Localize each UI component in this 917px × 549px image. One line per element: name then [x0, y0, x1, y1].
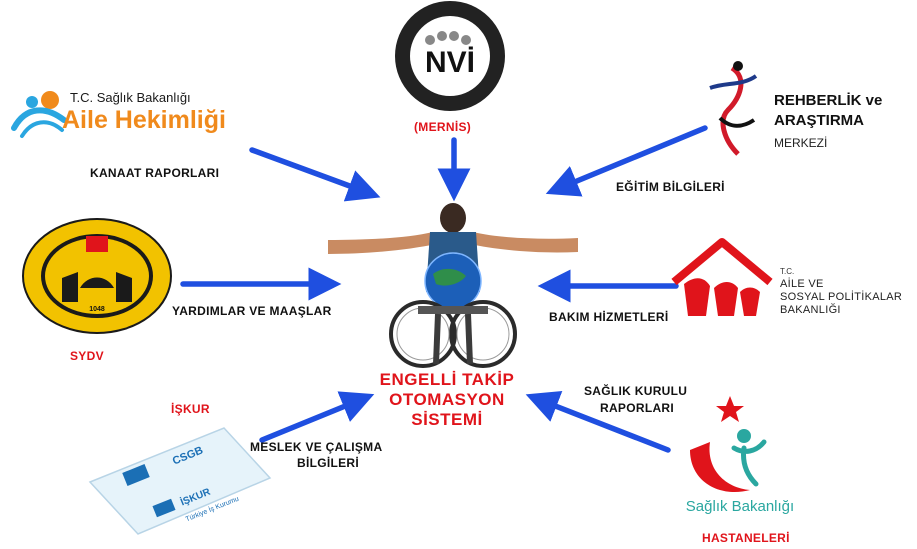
aile-hekimligi-logo: T.C. Sağlık Bakanlığı Aile Hekimliği [10, 86, 240, 142]
arrow-ram [545, 125, 708, 197]
sydv-caption: SYDV [70, 349, 104, 363]
nvi-seal-icon [395, 1, 505, 111]
dancer-icon [709, 61, 758, 156]
saglik-line1: Sağlık Bakanlığı [685, 498, 795, 515]
asp-logo: T.C. AİLE VE SOSYAL POLİTİKALAR BAKANLIĞ… [666, 236, 916, 326]
ram-logo: REHBERLİK ve ARAŞTIRMA MERKEZİ [698, 58, 898, 158]
ram-line1: REHBERLİK ve [774, 92, 883, 109]
arrow-saglik [525, 391, 671, 453]
label-meslek-line1: MESLEK VE ÇALIŞMA [250, 440, 383, 454]
crescent-star-icon [690, 396, 767, 493]
label-meslek-line2: BİLGİLERİ [297, 456, 360, 470]
label-saglik-kurulu-line2: RAPORLARI [600, 401, 675, 415]
iskur-card-icon [88, 427, 272, 535]
nvi-logo-text: NVİ [424, 46, 475, 79]
ram-line3: MERKEZİ [774, 136, 828, 150]
wheelchair-person-icon [328, 203, 578, 368]
label-egitim-bilgileri: EĞİTİM BİLGİLERİ [616, 180, 725, 194]
sydv-year: 1048 [89, 306, 105, 313]
sydv-seal: 1048 [22, 218, 172, 334]
saglik-bakanligi-logo: Sağlık Bakanlığı [670, 390, 810, 530]
center-title: ENGELLİ TAKİP OTOMASYON SİSTEMİ [379, 370, 515, 429]
label-yardimlar-ve-maaslar: YARDIMLAR VE MAAŞLAR [172, 304, 332, 318]
sydv-seal-icon [22, 218, 172, 334]
arrow-iskur [259, 391, 375, 443]
asp-line2: AİLE VE [780, 278, 824, 290]
asp-line1: T.C. [780, 267, 795, 276]
ram-line2: ARAŞTIRMA [774, 112, 864, 129]
asp-line3: SOSYAL POLİTİKALAR [780, 291, 903, 303]
iskur-card: CSGB İŞKUR Türkiye İş Kurumu [84, 420, 272, 538]
asp-line4: BAKANLIĞI [780, 304, 841, 316]
label-saglik-kurulu-line1: SAĞLIK KURULU [584, 384, 688, 398]
aile-hekimligi-line1: T.C. Sağlık Bakanlığı [70, 90, 191, 105]
iskur-caption: İŞKUR [171, 402, 210, 416]
nvi-caption: (MERNİS) [414, 120, 472, 134]
aile-hekimligi-line2: Aile Hekimliği [62, 106, 226, 134]
label-kanaat-raporlari: KANAAT RAPORLARI [90, 166, 220, 180]
family-icon [11, 91, 67, 138]
label-bakim-hizmetleri: BAKIM HİZMETLERİ [549, 310, 669, 324]
house-family-icon [671, 238, 773, 316]
nvi-logo: NVİ [372, 0, 528, 118]
saglik-caption: HASTANELERİ [702, 531, 790, 545]
arrow-aile-hekimligi [249, 147, 381, 202]
